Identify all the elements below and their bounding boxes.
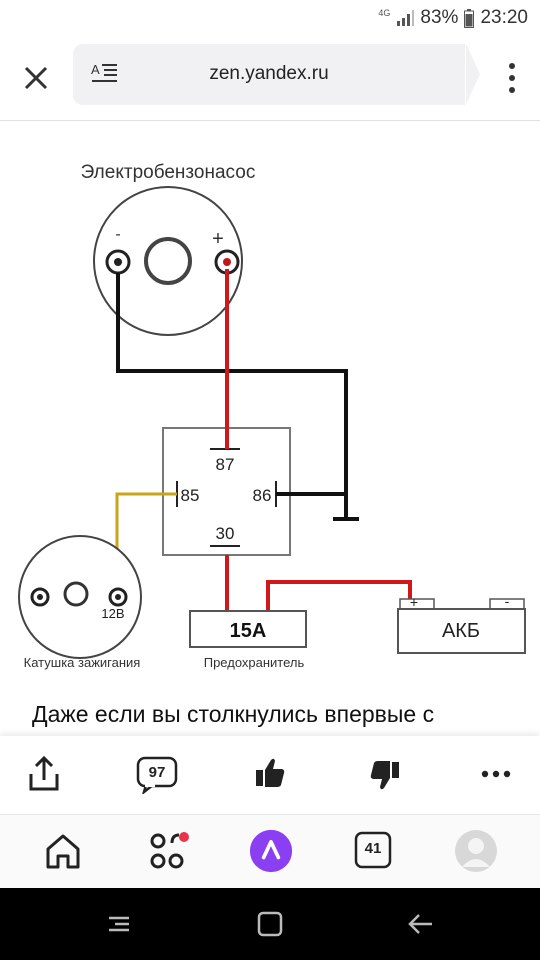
status-bar: 4G 83% 23:20	[0, 0, 540, 36]
url-text[interactable]: zen.yandex.ru	[209, 63, 329, 84]
article-text: Даже если вы столкнулись впервые с	[32, 701, 435, 727]
relay-pin-85: 85	[181, 486, 200, 505]
services-grid-icon[interactable]	[148, 829, 192, 873]
alice-assistant-icon[interactable]	[247, 829, 295, 873]
wire-ground	[116, 273, 348, 519]
network-type: 4G	[378, 7, 391, 18]
clock: 23:20	[480, 7, 528, 28]
system-navigation-bar	[0, 888, 540, 960]
fuse-value: 15А	[230, 620, 267, 642]
coil-terminal-label: 12В	[101, 606, 124, 621]
reader-mode-icon[interactable]: A	[91, 62, 119, 86]
pump-label: Электробензонасос	[81, 162, 256, 183]
pump-center	[144, 237, 192, 285]
article-action-bar: 97	[0, 736, 540, 815]
share-icon[interactable]	[25, 754, 63, 794]
battery-minus: -	[505, 593, 510, 609]
svg-text:A: A	[91, 62, 100, 77]
more-horizontal-icon[interactable]	[480, 754, 512, 794]
wiring-diagram: Электробензонасос - + 87 85 86 30	[18, 162, 526, 670]
thumbs-up-icon[interactable]	[254, 754, 286, 794]
signal-icon	[397, 10, 415, 26]
tabs-count: 41	[364, 840, 382, 857]
avatar-icon[interactable]	[454, 829, 498, 873]
relay-pin-30: 30	[216, 524, 235, 543]
battery-label: АКБ	[442, 620, 480, 642]
comment-bubble-icon	[136, 756, 178, 794]
article-content: Электробензонасос - + 87 85 86 30	[0, 121, 540, 736]
home-icon[interactable]	[43, 829, 83, 873]
coil-label: Катушка зажигания	[24, 655, 141, 670]
coil-center	[63, 581, 89, 607]
fuse-label: Предохранитель	[204, 655, 305, 670]
battery-plus: +	[410, 594, 418, 610]
tabs-icon	[354, 831, 392, 869]
close-icon[interactable]	[18, 60, 54, 96]
back-arrow-icon[interactable]	[407, 910, 435, 938]
relay-pin-87: 87	[216, 455, 235, 474]
relay-pin-86: 86	[253, 486, 272, 505]
more-vertical-icon[interactable]	[506, 60, 518, 96]
battery-icon	[464, 8, 475, 28]
status-right: 4G 83% 23:20	[378, 7, 528, 29]
battery-body	[397, 608, 526, 654]
thumbs-down-icon[interactable]	[369, 754, 401, 794]
recents-icon[interactable]	[105, 912, 133, 936]
battery-percent: 83%	[420, 7, 459, 28]
wire-fuse-battery	[266, 580, 412, 611]
fuse-body	[189, 610, 307, 648]
address-bar[interactable]: A zen.yandex.ru	[73, 44, 465, 105]
pump-minus: -	[115, 226, 120, 243]
pump-plus: +	[212, 228, 224, 250]
bottom-navigation: 41	[0, 815, 540, 888]
browser-toolbar: A zen.yandex.ru	[0, 36, 540, 121]
home-square-icon[interactable]	[256, 910, 284, 938]
comments-count: 97	[148, 764, 166, 781]
tabs-button[interactable]: 41	[354, 829, 392, 873]
comments-button[interactable]: 97	[136, 754, 178, 794]
